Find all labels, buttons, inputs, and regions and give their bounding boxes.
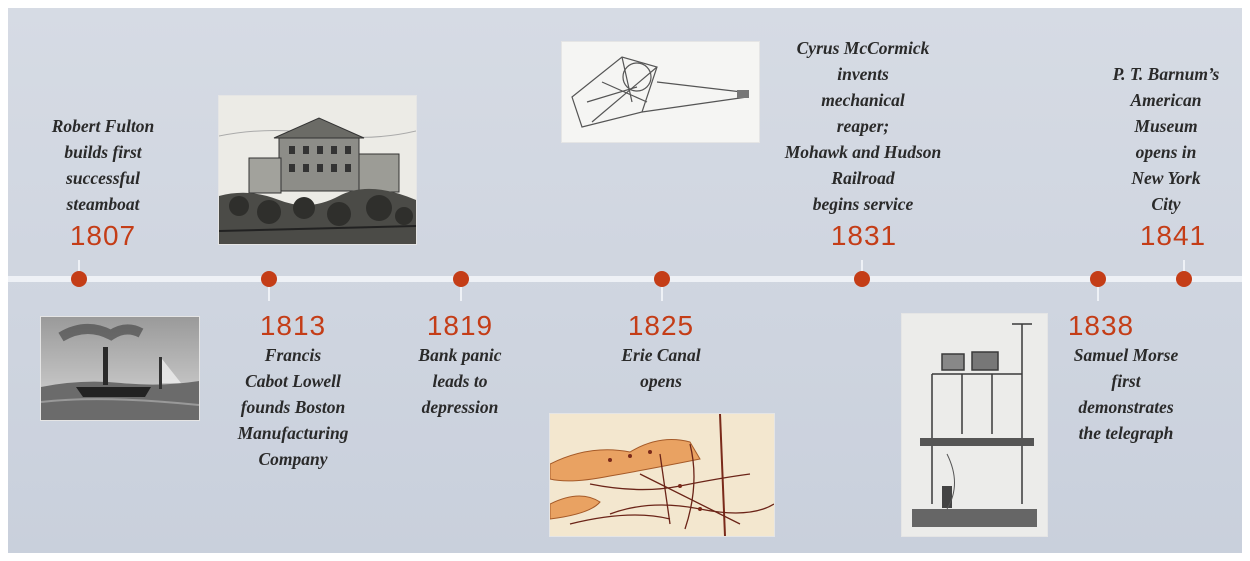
lowell-mill-image <box>218 95 417 245</box>
telegraph-image <box>901 313 1048 537</box>
caption-1807: Robert Fulton builds first successful st… <box>51 116 155 214</box>
timeline-axis <box>8 276 1242 282</box>
caption-1831: Cyrus McCormick invents mechanical reape… <box>784 38 942 214</box>
year-1813: 1813 <box>259 310 327 341</box>
dot-1807 <box>71 271 87 287</box>
dot-1838 <box>1090 271 1106 287</box>
year-1819: 1819 <box>426 310 494 341</box>
dot-1831 <box>854 271 870 287</box>
tick-1841 <box>1183 260 1185 272</box>
year-1825: 1825 <box>627 310 695 341</box>
caption-1838: Samuel Morse first demonstrates the tele… <box>1073 345 1179 443</box>
timeline: Robert Fulton builds first successful st… <box>8 8 1242 553</box>
year-1841: 1841 <box>1139 220 1207 251</box>
caption-1813: Francis Cabot Lowell founds Boston Manuf… <box>237 345 349 469</box>
dot-1813 <box>261 271 277 287</box>
dot-1819 <box>453 271 469 287</box>
caption-1841: P. T. Barnum’s American Museum opens in … <box>1112 64 1220 214</box>
tick-1807 <box>78 260 80 272</box>
year-1807: 1807 <box>69 220 137 251</box>
year-1831: 1831 <box>830 220 898 251</box>
tick-1825 <box>661 287 663 301</box>
caption-1819: Bank panic leads to depression <box>418 345 502 417</box>
dot-1841 <box>1176 271 1192 287</box>
tick-1813 <box>268 287 270 301</box>
erie-canal-map <box>549 413 775 537</box>
tick-1838 <box>1097 287 1099 301</box>
steamboat-image <box>40 316 200 421</box>
dot-1825 <box>654 271 670 287</box>
year-1838: 1838 <box>1067 310 1135 341</box>
reaper-image <box>561 41 760 143</box>
tick-1819 <box>460 287 462 301</box>
caption-1825: Erie Canal opens <box>621 345 701 391</box>
tick-1831 <box>861 260 863 272</box>
